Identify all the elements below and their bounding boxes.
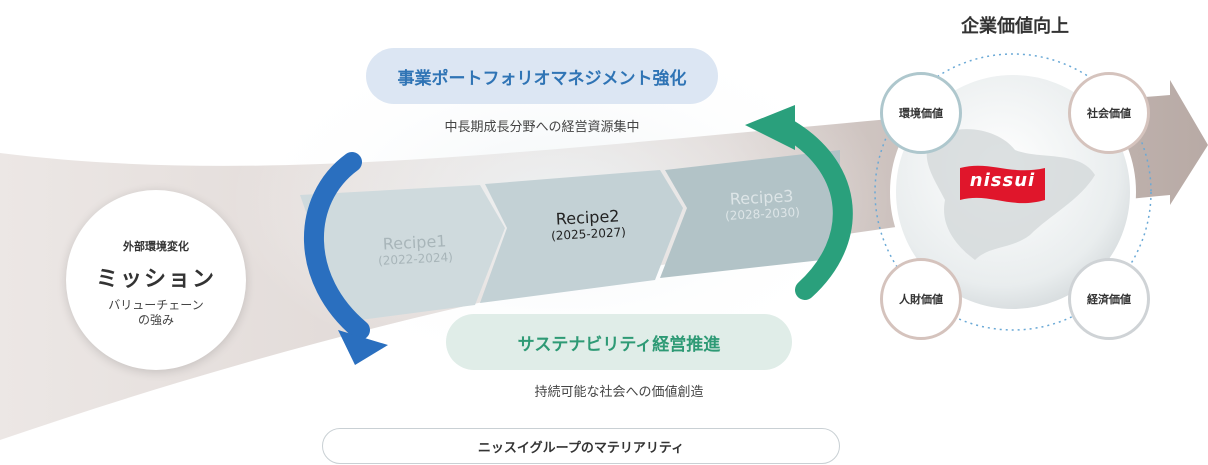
recipe3: Recipe3 (2028-2030) [724, 186, 801, 223]
recipe1: Recipe1 (2022-2024) [377, 231, 454, 268]
recipe1-segment [300, 185, 505, 322]
nissui-logo-text: nissui [969, 170, 1036, 191]
sustainability-pill: サステナビリティ経営推進 [446, 314, 792, 370]
social-value-circle: 社会価値 [1068, 72, 1150, 154]
portfolio-caption: 中長期成長分野への経営資源集中 [444, 120, 640, 135]
recipe-band [300, 150, 840, 322]
value-chain-label: バリューチェーン の強み [108, 298, 204, 327]
nissui-logo-flag [960, 165, 1045, 204]
recipe2-segment [480, 170, 683, 303]
corporate-value-title: 企業価値向上 [961, 16, 1069, 37]
green-curved-arrow [745, 105, 853, 300]
mission-circle: 外部環境変化 ミッション バリューチェーン の強み [66, 190, 246, 370]
portfolio-management-pill: 事業ポートフォリオマネジメント強化 [366, 48, 718, 104]
environmental-value-circle: 環境価値 [880, 72, 962, 154]
mission-label: ミッション [95, 267, 216, 292]
materiality-pill: ニッスイグループのマテリアリティ [322, 428, 840, 464]
blue-curved-arrow [303, 152, 388, 365]
sustainability-caption: 持続可能な社会への価値創造 [534, 385, 704, 400]
recipe3-segment [660, 150, 840, 278]
human-value-circle: 人財価値 [880, 258, 962, 340]
recipe2: Recipe2 (2025-2027) [550, 206, 627, 243]
economic-value-circle: 経済価値 [1068, 258, 1150, 340]
dotted-ring [874, 53, 1152, 331]
external-change-label: 外部環境変化 [123, 240, 189, 253]
